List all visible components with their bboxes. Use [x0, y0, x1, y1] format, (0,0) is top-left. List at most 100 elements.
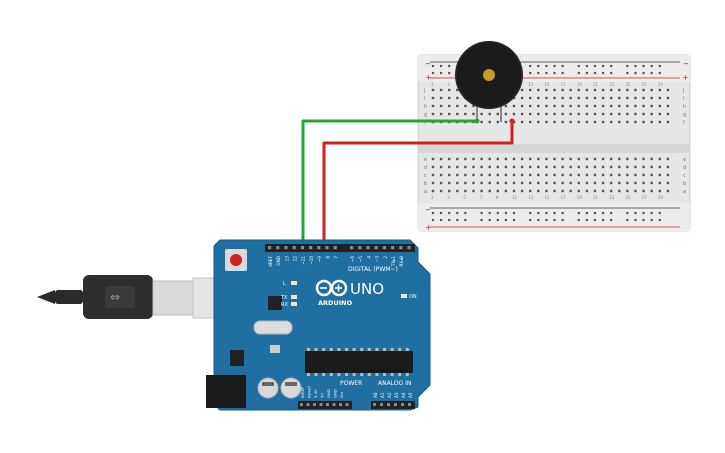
breadboard-hole[interactable]: [601, 165, 605, 169]
breadboard-hole[interactable]: [610, 181, 613, 185]
breadboard-hole[interactable]: [545, 157, 548, 161]
analog-pin-hole[interactable]: [394, 403, 397, 406]
rail-hole[interactable]: [561, 64, 564, 68]
breadboard-hole[interactable]: [601, 96, 605, 100]
breadboard-hole[interactable]: [577, 173, 580, 177]
breadboard-hole[interactable]: [545, 173, 548, 177]
breadboard-hole[interactable]: [553, 112, 556, 116]
breadboard-hole[interactable]: [593, 189, 597, 193]
breadboard-hole[interactable]: [569, 88, 572, 92]
breadboard-hole[interactable]: [569, 181, 572, 185]
rail-hole[interactable]: [577, 64, 580, 68]
breadboard-hole[interactable]: [529, 157, 532, 161]
breadboard-hole[interactable]: [545, 104, 548, 108]
breadboard-hole[interactable]: [577, 189, 580, 193]
breadboard-hole[interactable]: [512, 112, 516, 116]
rail-hole[interactable]: [577, 211, 580, 215]
rail-hole[interactable]: [537, 211, 540, 215]
breadboard-hole[interactable]: [464, 104, 467, 108]
breadboard-hole[interactable]: [666, 173, 670, 177]
rail-hole[interactable]: [642, 218, 645, 222]
breadboard-hole[interactable]: [569, 120, 572, 124]
power-pin-hole[interactable]: [345, 403, 349, 406]
rail-hole[interactable]: [650, 64, 653, 68]
rail-hole[interactable]: [512, 211, 516, 215]
breadboard-hole[interactable]: [650, 157, 653, 161]
digital-pin-hole[interactable]: [276, 246, 280, 250]
digital-pin-hole[interactable]: [407, 246, 411, 250]
breadboard-hole[interactable]: [561, 112, 564, 116]
rail-hole[interactable]: [553, 218, 556, 222]
breadboard-hole[interactable]: [537, 181, 540, 185]
breadboard-hole[interactable]: [512, 165, 516, 169]
rail-hole[interactable]: [634, 71, 637, 75]
breadboard-hole[interactable]: [569, 165, 572, 169]
breadboard-hole[interactable]: [577, 104, 580, 108]
breadboard-hole[interactable]: [618, 181, 621, 185]
breadboard-hole[interactable]: [577, 112, 580, 116]
breadboard-holes[interactable]: [431, 64, 670, 222]
rail-hole[interactable]: [431, 218, 435, 222]
breadboard-hole[interactable]: [431, 165, 435, 169]
breadboard-hole[interactable]: [537, 88, 540, 92]
breadboard-hole[interactable]: [520, 181, 524, 185]
breadboard-hole[interactable]: [496, 120, 499, 124]
rail-hole[interactable]: [448, 71, 451, 75]
breadboard-hole[interactable]: [601, 112, 605, 116]
rail-hole[interactable]: [658, 71, 661, 75]
breadboard-hole[interactable]: [634, 181, 637, 185]
breadboard-hole[interactable]: [456, 112, 459, 116]
breadboard-hole[interactable]: [431, 181, 435, 185]
breadboard-hole[interactable]: [610, 96, 613, 100]
breadboard-hole[interactable]: [520, 165, 524, 169]
breadboard-hole[interactable]: [626, 96, 629, 100]
breadboard-hole[interactable]: [448, 88, 451, 92]
digital-pin-hole[interactable]: [268, 246, 272, 250]
breadboard-hole[interactable]: [439, 189, 443, 193]
breadboard-hole[interactable]: [610, 112, 613, 116]
rail-hole[interactable]: [545, 71, 548, 75]
breadboard-hole[interactable]: [634, 88, 637, 92]
breadboard-hole[interactable]: [610, 88, 613, 92]
breadboard-hole[interactable]: [658, 181, 661, 185]
rail-hole[interactable]: [610, 211, 613, 215]
breadboard-hole[interactable]: [545, 88, 548, 92]
breadboard-hole[interactable]: [658, 88, 661, 92]
rail-hole[interactable]: [577, 218, 580, 222]
breadboard-hole[interactable]: [569, 112, 572, 116]
breadboard-hole[interactable]: [626, 112, 629, 116]
breadboard-hole[interactable]: [634, 165, 637, 169]
rail-hole[interactable]: [585, 64, 588, 68]
breadboard-hole[interactable]: [618, 120, 621, 124]
breadboard-hole[interactable]: [577, 88, 580, 92]
breadboard-hole[interactable]: [553, 181, 556, 185]
breadboard-hole[interactable]: [520, 173, 524, 177]
breadboard-hole[interactable]: [464, 157, 467, 161]
breadboard-hole[interactable]: [448, 96, 451, 100]
breadboard-hole[interactable]: [610, 157, 613, 161]
breadboard-hole[interactable]: [504, 112, 508, 116]
breadboard-hole[interactable]: [529, 96, 532, 100]
breadboard-hole[interactable]: [537, 157, 540, 161]
breadboard-hole[interactable]: [472, 189, 475, 193]
breadboard-hole[interactable]: [431, 112, 435, 116]
digital-pin-hole[interactable]: [325, 246, 329, 250]
rail-hole[interactable]: [464, 211, 467, 215]
breadboard-hole[interactable]: [593, 173, 597, 177]
breadboard-hole[interactable]: [448, 112, 451, 116]
breadboard-hole[interactable]: [439, 112, 443, 116]
breadboard-hole[interactable]: [593, 157, 597, 161]
breadboard-hole[interactable]: [480, 181, 483, 185]
breadboard-hole[interactable]: [545, 165, 548, 169]
rail-hole[interactable]: [448, 211, 451, 215]
breadboard-hole[interactable]: [529, 181, 532, 185]
breadboard-hole[interactable]: [537, 96, 540, 100]
breadboard-hole[interactable]: [545, 120, 548, 124]
breadboard-hole[interactable]: [658, 157, 661, 161]
breadboard-hole[interactable]: [618, 88, 621, 92]
rail-hole[interactable]: [658, 218, 661, 222]
reset-button[interactable]: [230, 254, 242, 266]
rail-hole[interactable]: [610, 218, 613, 222]
breadboard-hole[interactable]: [650, 189, 653, 193]
breadboard-hole[interactable]: [626, 165, 629, 169]
